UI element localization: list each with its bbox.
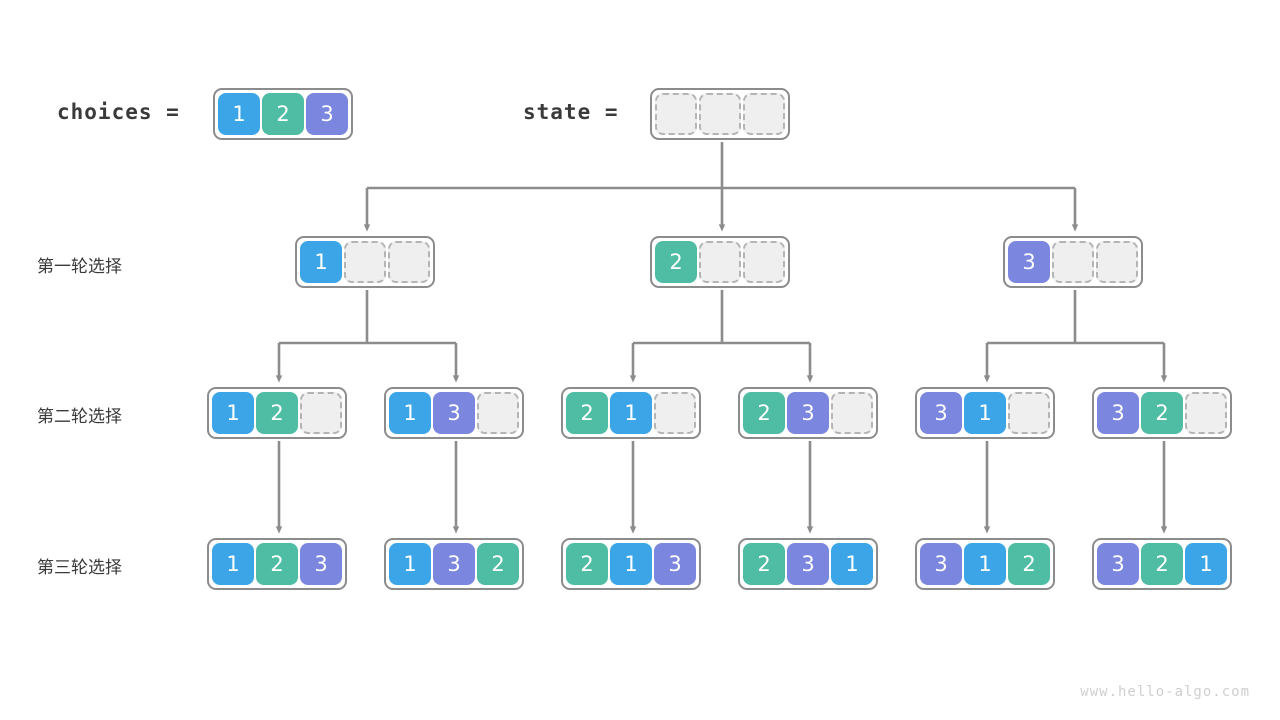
node-round1-2-cell-2: 2 — [655, 241, 697, 283]
node-round3-1-cell-2: 2 — [256, 543, 298, 585]
node-round3-2-cell-2: 2 — [477, 543, 519, 585]
node-round3-3-cell-2: 2 — [566, 543, 608, 585]
node-round3-5-cell-2: 2 — [1008, 543, 1050, 585]
choices-cell-2: 2 — [262, 93, 304, 135]
node-round2-2-cell-1: 1 — [389, 392, 431, 434]
node-round1-1-cell-empty — [344, 241, 386, 283]
node-round2-5-cell-1: 1 — [964, 392, 1006, 434]
node-round3-3-cell-1: 1 — [610, 543, 652, 585]
node-round3-6-cell-1: 1 — [1185, 543, 1227, 585]
node-round3-5-cell-1: 1 — [964, 543, 1006, 585]
node-round2-4-cell-3: 3 — [787, 392, 829, 434]
node-round1-3-cell-empty — [1096, 241, 1138, 283]
node-round1-1-cell-empty — [388, 241, 430, 283]
node-round2-1-cell-1: 1 — [212, 392, 254, 434]
node-round3-4-cell-1: 1 — [831, 543, 873, 585]
state-array — [650, 88, 790, 140]
node-round2-2-cell-empty — [477, 392, 519, 434]
choices-cell-3: 3 — [306, 93, 348, 135]
node-round2-3-cell-empty — [654, 392, 696, 434]
node-round2-4-cell-empty — [831, 392, 873, 434]
node-round3-1-cell-1: 1 — [212, 543, 254, 585]
node-round2-5-cell-empty — [1008, 392, 1050, 434]
node-round2-2-cell-3: 3 — [433, 392, 475, 434]
node-round3-1-cell-3: 3 — [300, 543, 342, 585]
row-label-round2: 第二轮选择 — [37, 407, 122, 427]
node-round2-6-cell-empty — [1185, 392, 1227, 434]
node-round3-3-cell-3: 3 — [654, 543, 696, 585]
node-round1-3-cell-3: 3 — [1008, 241, 1050, 283]
node-round2-3-cell-1: 1 — [610, 392, 652, 434]
node-round1-1-cell-1: 1 — [300, 241, 342, 283]
node-round3-6-cell-3: 3 — [1097, 543, 1139, 585]
node-round1-2-cell-empty — [699, 241, 741, 283]
node-round2-1-cell-empty — [300, 392, 342, 434]
node-round1-3: 3 — [1003, 236, 1143, 288]
node-round1-3-cell-empty — [1052, 241, 1094, 283]
row-label-round1: 第一轮选择 — [37, 257, 122, 277]
node-round2-6-cell-2: 2 — [1141, 392, 1183, 434]
choices-label: choices = — [57, 100, 180, 124]
node-round3-2-cell-1: 1 — [389, 543, 431, 585]
node-round1-2-cell-empty — [743, 241, 785, 283]
node-round2-3-cell-2: 2 — [566, 392, 608, 434]
node-round3-4-cell-3: 3 — [787, 543, 829, 585]
node-round3-2-cell-3: 3 — [433, 543, 475, 585]
node-round1-2: 2 — [650, 236, 790, 288]
state-label: state = — [523, 100, 619, 124]
tree-edges — [275, 142, 1168, 534]
node-round1-1: 1 — [295, 236, 435, 288]
watermark: www.hello-algo.com — [1080, 684, 1250, 700]
node-round3-6-cell-2: 2 — [1141, 543, 1183, 585]
choices-cell-1: 1 — [218, 93, 260, 135]
node-round2-6-cell-3: 3 — [1097, 392, 1139, 434]
row-label-round3: 第三轮选择 — [37, 558, 122, 578]
node-round3-5-cell-3: 3 — [920, 543, 962, 585]
state-cell-empty — [655, 93, 697, 135]
node-round3-4-cell-2: 2 — [743, 543, 785, 585]
state-cell-empty — [699, 93, 741, 135]
node-round2-5-cell-3: 3 — [920, 392, 962, 434]
state-cell-empty — [743, 93, 785, 135]
node-round2-1-cell-2: 2 — [256, 392, 298, 434]
node-round2-4-cell-2: 2 — [743, 392, 785, 434]
